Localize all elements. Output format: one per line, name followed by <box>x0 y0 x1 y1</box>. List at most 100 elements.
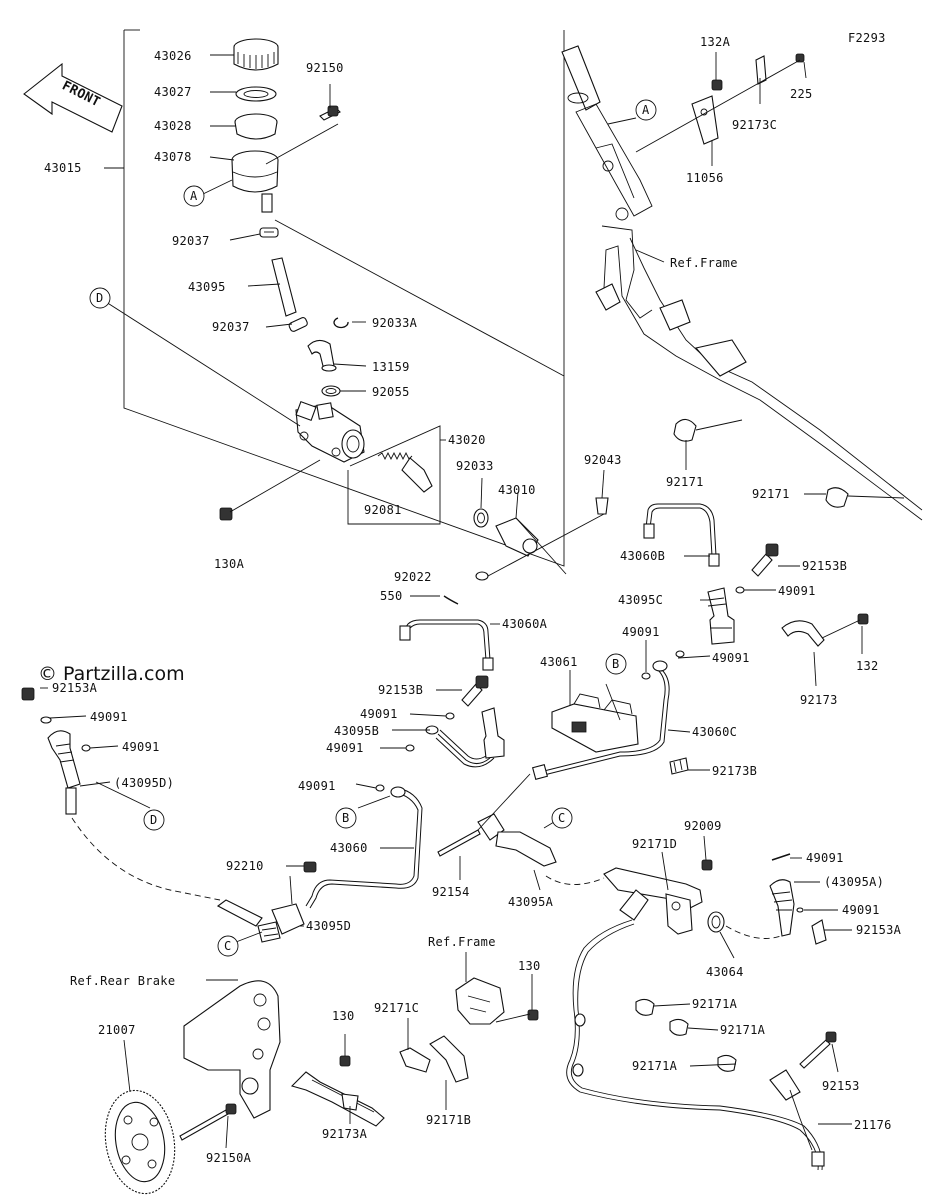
label-49091-f: 49091 <box>712 651 750 665</box>
label-49091-c: 49091 <box>298 779 336 793</box>
bolt-130-lower <box>339 1034 351 1067</box>
piston-spring <box>377 451 433 493</box>
circlip-92033 <box>473 508 489 528</box>
label-43061: 43061 <box>540 655 578 669</box>
reservoir-group-frame <box>123 29 565 567</box>
label-92171-right: 92171 <box>752 487 790 501</box>
left-fitting-43095D <box>21 687 91 815</box>
label-43060B: 43060B <box>620 549 665 563</box>
abs-rotor-21007 <box>104 1089 176 1195</box>
label-92009: 92009 <box>684 819 722 833</box>
push-rod-43010 <box>495 517 567 575</box>
reservoir-tank <box>231 150 279 213</box>
label-43095A: 43095A <box>508 895 554 909</box>
bolt-132 <box>857 613 869 625</box>
bolt-92153B-right <box>751 543 779 577</box>
label-49091-g: 49091 <box>806 851 844 865</box>
label-92154: 92154 <box>432 885 470 899</box>
label-132: 132 <box>856 659 879 673</box>
label-92150: 92150 <box>306 61 344 75</box>
label-92171B: 92171B <box>426 1113 471 1127</box>
bolt-92153 <box>799 1031 837 1069</box>
label-13159: 13159 <box>372 360 410 374</box>
label-92033: 92033 <box>456 459 494 473</box>
leaders-center <box>40 469 852 1149</box>
label-43060A: 43060A <box>502 617 548 631</box>
label-550: 550 <box>380 589 403 603</box>
label-43010: 43010 <box>498 483 536 497</box>
label-130-lower: 130 <box>332 1009 355 1023</box>
label-43026: 43026 <box>154 49 192 63</box>
label-43060: 43060 <box>330 841 368 855</box>
bolt-130-mid <box>495 1009 539 1023</box>
label-49091-h: 49091 <box>842 903 880 917</box>
svg-text:D: D <box>150 813 158 827</box>
label-49091-a: 49091 <box>360 707 398 721</box>
label-92081: 92081 <box>364 503 402 517</box>
label-130A: 130A <box>214 557 245 571</box>
label-49091-l2: 49091 <box>122 740 160 754</box>
frame-outline <box>561 45 923 521</box>
svg-text:A: A <box>642 103 650 117</box>
grommet-43064 <box>707 911 725 933</box>
callout-B-pipe: B <box>335 807 357 829</box>
hose-right-dashed <box>545 875 787 939</box>
hose-left-dashed <box>71 817 263 927</box>
label-49091-d: 49091 <box>778 584 816 598</box>
bolt-130A <box>219 459 321 521</box>
label-225: 225 <box>790 87 813 101</box>
label-43064: 43064 <box>706 965 744 979</box>
label-92037-lower: 92037 <box>212 320 250 334</box>
label-92022: 92022 <box>394 570 432 584</box>
callout-C-joint: C <box>551 807 573 829</box>
svg-text:B: B <box>342 811 350 825</box>
callout-C-left: C <box>217 935 239 957</box>
hose-clamp-upper <box>259 227 279 238</box>
bolt-92009 <box>701 859 713 871</box>
hose-joint <box>307 339 337 372</box>
circlip <box>333 317 349 329</box>
front-arrow-icon: FRONT <box>23 62 123 133</box>
label-92153A-left: 92153A <box>52 681 98 695</box>
frame-fragment-mid <box>455 977 505 1025</box>
hose-clamp-lower <box>288 317 308 332</box>
label-92173B: 92173B <box>712 764 757 778</box>
label-92037-upper: 92037 <box>172 234 210 248</box>
clip-92171-right <box>825 487 849 508</box>
bolt-92150 <box>319 105 341 121</box>
label-49091-e: 49091 <box>622 625 660 639</box>
label-92171A-1: 92171A <box>692 997 738 1011</box>
label-92171A-3: 92171A <box>632 1059 678 1073</box>
washers-49091-center <box>375 712 455 792</box>
bolt-92043 <box>595 497 609 515</box>
label-43027: 43027 <box>154 85 192 99</box>
svg-text:A: A <box>190 189 198 203</box>
label-92173: 92173 <box>800 693 838 707</box>
label-ref-frame-mid: Ref.Frame <box>428 935 496 949</box>
bolt-92153B-left <box>461 675 489 707</box>
joint-43095D <box>257 903 305 943</box>
label-92171-upper: 92171 <box>666 475 704 489</box>
bracket-92171D <box>603 867 703 935</box>
label-43095: 43095 <box>188 280 226 294</box>
bracket-92171B <box>429 1035 469 1083</box>
svg-text:C: C <box>558 811 566 825</box>
reservoir-cap <box>233 38 279 71</box>
pipe-43060 <box>305 786 423 909</box>
clips-92171A <box>635 998 737 1072</box>
cable-550 <box>443 595 459 605</box>
label-49091-l1: 49091 <box>90 710 128 724</box>
label-ref-frame-top: Ref.Frame <box>670 256 738 270</box>
callout-D-reservoir: D <box>89 287 111 309</box>
label-92153: 92153 <box>822 1079 860 1093</box>
joint-43095A <box>477 773 557 867</box>
pipe-43060C <box>531 660 670 781</box>
pipe-43060A <box>399 619 494 671</box>
master-cylinder-body <box>295 400 365 463</box>
bolt-92210 <box>303 861 317 873</box>
label-43020: 43020 <box>448 433 486 447</box>
label-43060C: 43060C <box>692 725 737 739</box>
label-43095A-paren: (43095A) <box>824 875 884 889</box>
washers-49091-right <box>641 586 745 680</box>
label-92153B-left: 92153B <box>378 683 423 697</box>
